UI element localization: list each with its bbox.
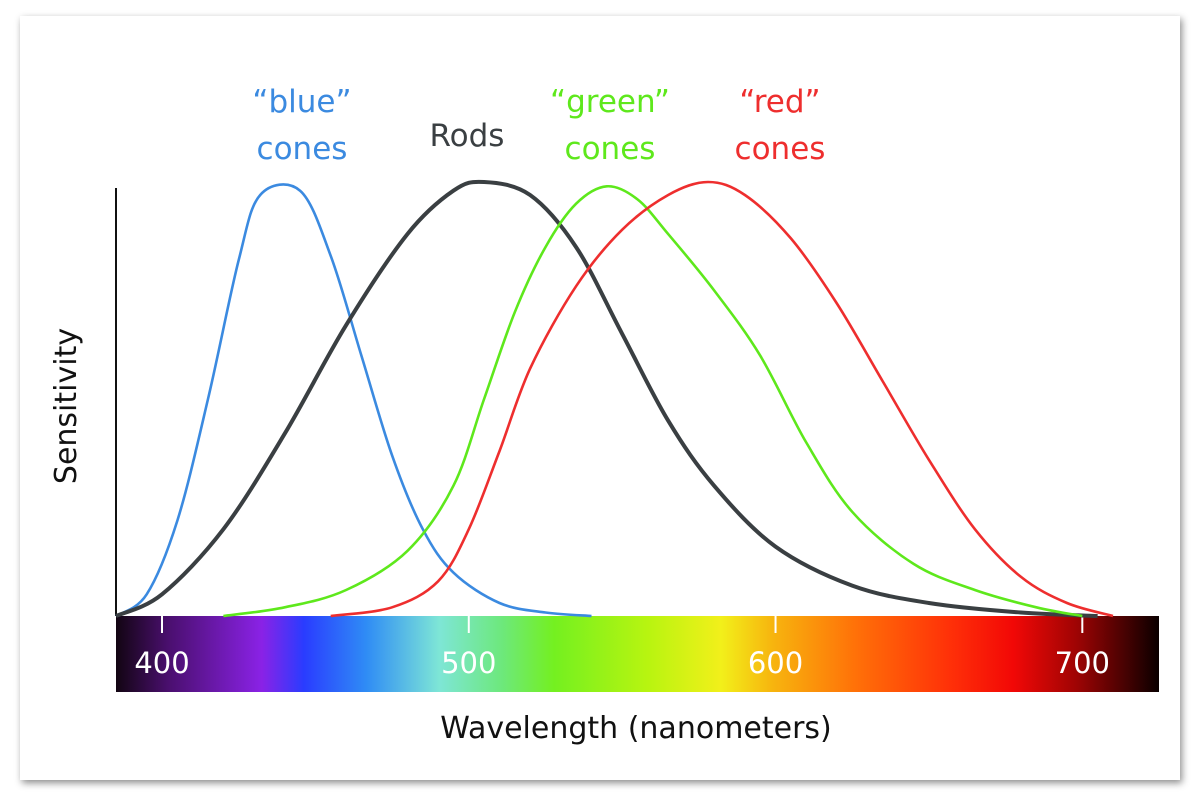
blue-cones-label-line2: cones bbox=[257, 131, 348, 167]
red-cones-curve bbox=[330, 180, 1114, 618]
x-tick-label-400: 400 bbox=[134, 646, 189, 680]
rods-label: Rods bbox=[430, 118, 505, 154]
blue-cones-label-line1: “blue” bbox=[252, 84, 351, 120]
red-cones-label-line1: “red” bbox=[739, 84, 820, 120]
rods-curve bbox=[115, 179, 1098, 618]
red-cones-label-line2: cones bbox=[735, 131, 826, 167]
sensitivity-chart: 400 500 600 700 “blue” cones Rods “green” c… bbox=[49, 84, 1159, 746]
x-tick-label-600: 600 bbox=[748, 646, 803, 680]
green-cones-label-line2: cones bbox=[565, 131, 656, 167]
x-axis-title: Wavelength (nanometers) bbox=[440, 711, 832, 746]
green-cones-curve bbox=[223, 184, 1083, 618]
spectrum-bar bbox=[116, 616, 1159, 692]
x-tick-label-700: 700 bbox=[1055, 646, 1110, 680]
chart-card: 400 500 600 700 “blue” cones Rods “green” c… bbox=[20, 16, 1180, 780]
blue-cones-curve bbox=[115, 183, 592, 618]
y-axis-title: Sensitivity bbox=[49, 328, 84, 484]
curves-layer bbox=[115, 179, 1114, 618]
x-tick-label-500: 500 bbox=[441, 646, 496, 680]
x-axis-ticks: 400 500 600 700 bbox=[134, 616, 1110, 680]
green-cones-label-line1: “green” bbox=[550, 84, 670, 120]
